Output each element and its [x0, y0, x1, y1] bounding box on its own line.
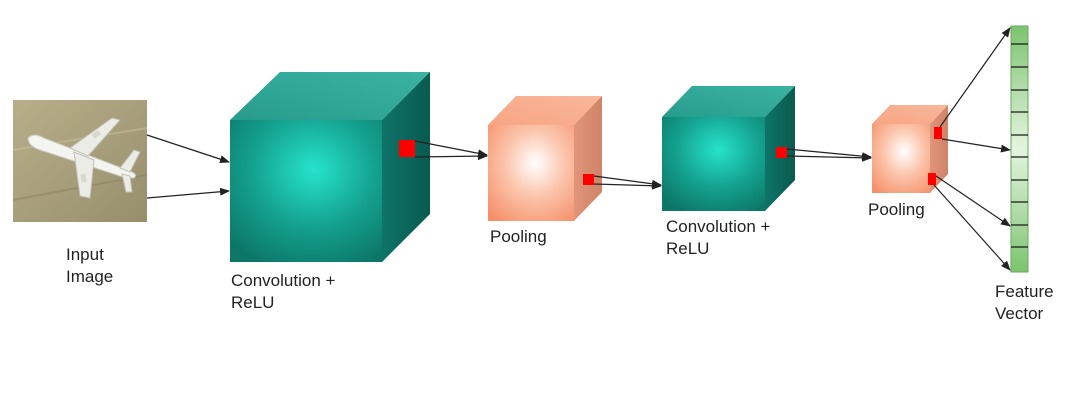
input-image: [12, 100, 148, 222]
input-image-label-line2: Image: [66, 267, 114, 286]
pool1-front-face: [488, 125, 574, 221]
pool2-front-face: [872, 124, 930, 193]
pool1-cube: [488, 96, 602, 221]
arrow-conv1-pool1-bottom: [414, 152, 488, 161]
arrow-conv2-pool2-bottom: [786, 153, 872, 162]
conv1-side-face: [382, 72, 430, 262]
pool2-cube: [872, 105, 948, 193]
conv2-label: Convolution + ReLU: [666, 216, 770, 260]
arrow-pool1-conv2-top: [593, 175, 662, 188]
pool1-label-line1: Pooling: [490, 227, 547, 246]
feature-vector-label-line1: Feature: [995, 282, 1054, 301]
input-image-label-line1: Input: [66, 245, 104, 264]
pool2-label-line1: Pooling: [868, 200, 925, 219]
feature-vector-ticks: [1011, 43, 1028, 248]
arrow-pool2-feature-2: [941, 138, 1011, 153]
conv1-label-line2: ReLU: [231, 293, 275, 312]
pool2-top-face: [872, 105, 948, 124]
feature-vector-label: Feature Vector: [995, 281, 1054, 325]
conv1-label-line1: Convolution +: [231, 271, 336, 290]
conv1-kernel: [399, 140, 415, 157]
pool2-kernel-lower: [928, 173, 936, 185]
arrow-conv1-pool1-top: [414, 140, 488, 158]
pool1-label: Pooling: [490, 226, 547, 248]
conv2-cube: [662, 86, 795, 211]
conv2-front-face: [662, 117, 765, 211]
conv1-front-face: [230, 120, 382, 262]
conv1-label: Convolution + ReLU: [231, 270, 335, 314]
pool2-label: Pooling: [868, 199, 925, 221]
arrow-input-conv1-top: [146, 134, 230, 163]
arrow-input-conv1-bottom: [146, 187, 230, 199]
pool1-top-face: [488, 96, 602, 125]
input-image-label: Input Image: [66, 244, 113, 288]
conv2-top-face: [662, 86, 795, 117]
arrow-pool2-feature-1: [939, 27, 1011, 128]
feature-vector-bar: [1010, 25, 1029, 273]
pool2-kernel-upper: [934, 127, 942, 139]
arrow-pool2-feature-3: [935, 175, 1011, 227]
conv2-label-line1: Convolution +: [666, 217, 771, 236]
arrow-conv2-pool2-top: [786, 148, 872, 161]
conv2-label-line2: ReLU: [666, 239, 710, 258]
conv1-top-face: [230, 72, 430, 120]
arrow-pool1-conv2-bottom: [593, 181, 662, 190]
pool1-kernel: [583, 174, 594, 185]
conv1-cube: [230, 72, 430, 262]
pool1-side-face: [574, 96, 602, 221]
feature-vector-label-line2: Vector: [995, 304, 1044, 323]
airplane-icon: [27, 117, 141, 199]
conv2-kernel: [776, 147, 787, 158]
arrow-pool2-feature-4: [933, 184, 1011, 271]
